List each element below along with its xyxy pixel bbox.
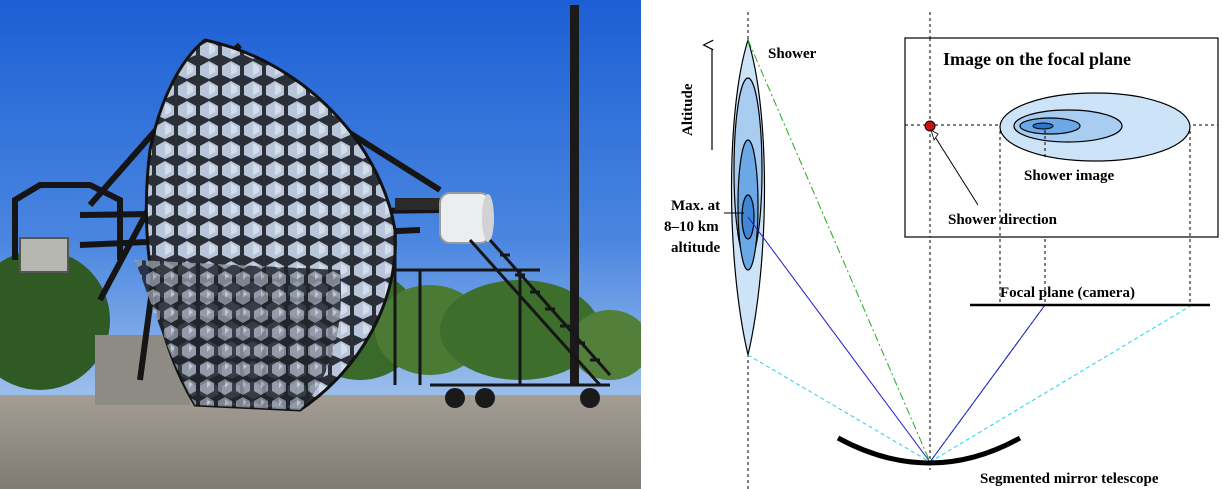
ray-blue-shower bbox=[747, 216, 931, 463]
ray-cyan-shower bbox=[747, 354, 931, 463]
direction-pointer bbox=[931, 131, 979, 206]
ray-cyan-focal bbox=[929, 304, 1193, 463]
pole bbox=[570, 5, 579, 385]
max-label-line1: Max. at bbox=[671, 198, 720, 214]
shower-direction-marker bbox=[924, 120, 936, 132]
mirror-dish-lower bbox=[135, 260, 341, 410]
shower bbox=[730, 37, 766, 356]
ray-blue-focal bbox=[929, 304, 1046, 463]
electrical-box bbox=[19, 237, 69, 273]
shower-label: Shower bbox=[768, 46, 817, 62]
max-label-line2: 8–10 km bbox=[664, 219, 719, 235]
platform-stairs bbox=[393, 230, 612, 387]
iact-schematic: Altitude Shower Max. at 8–10 km altitude… bbox=[664, 12, 1219, 489]
altitude-label: Altitude bbox=[680, 83, 696, 136]
shower-direction-label: Shower direction bbox=[948, 212, 1058, 228]
shower-image-label: Shower image bbox=[1024, 168, 1114, 184]
telescope-label: Segmented mirror telescope bbox=[980, 471, 1159, 487]
telescope-photo bbox=[0, 0, 641, 489]
ray-green-shower bbox=[747, 39, 931, 463]
platform-wheels bbox=[445, 388, 600, 408]
focal-plane-label: Focal plane (camera) bbox=[1000, 285, 1135, 301]
ground bbox=[0, 395, 641, 489]
shower-image bbox=[999, 92, 1191, 162]
direction-arrowhead bbox=[930, 129, 939, 141]
camera-housing bbox=[395, 192, 494, 244]
max-label-line3: altitude bbox=[671, 240, 721, 256]
segmented-mirror bbox=[836, 435, 1022, 466]
inset-title: Image on the focal plane bbox=[943, 49, 1131, 69]
